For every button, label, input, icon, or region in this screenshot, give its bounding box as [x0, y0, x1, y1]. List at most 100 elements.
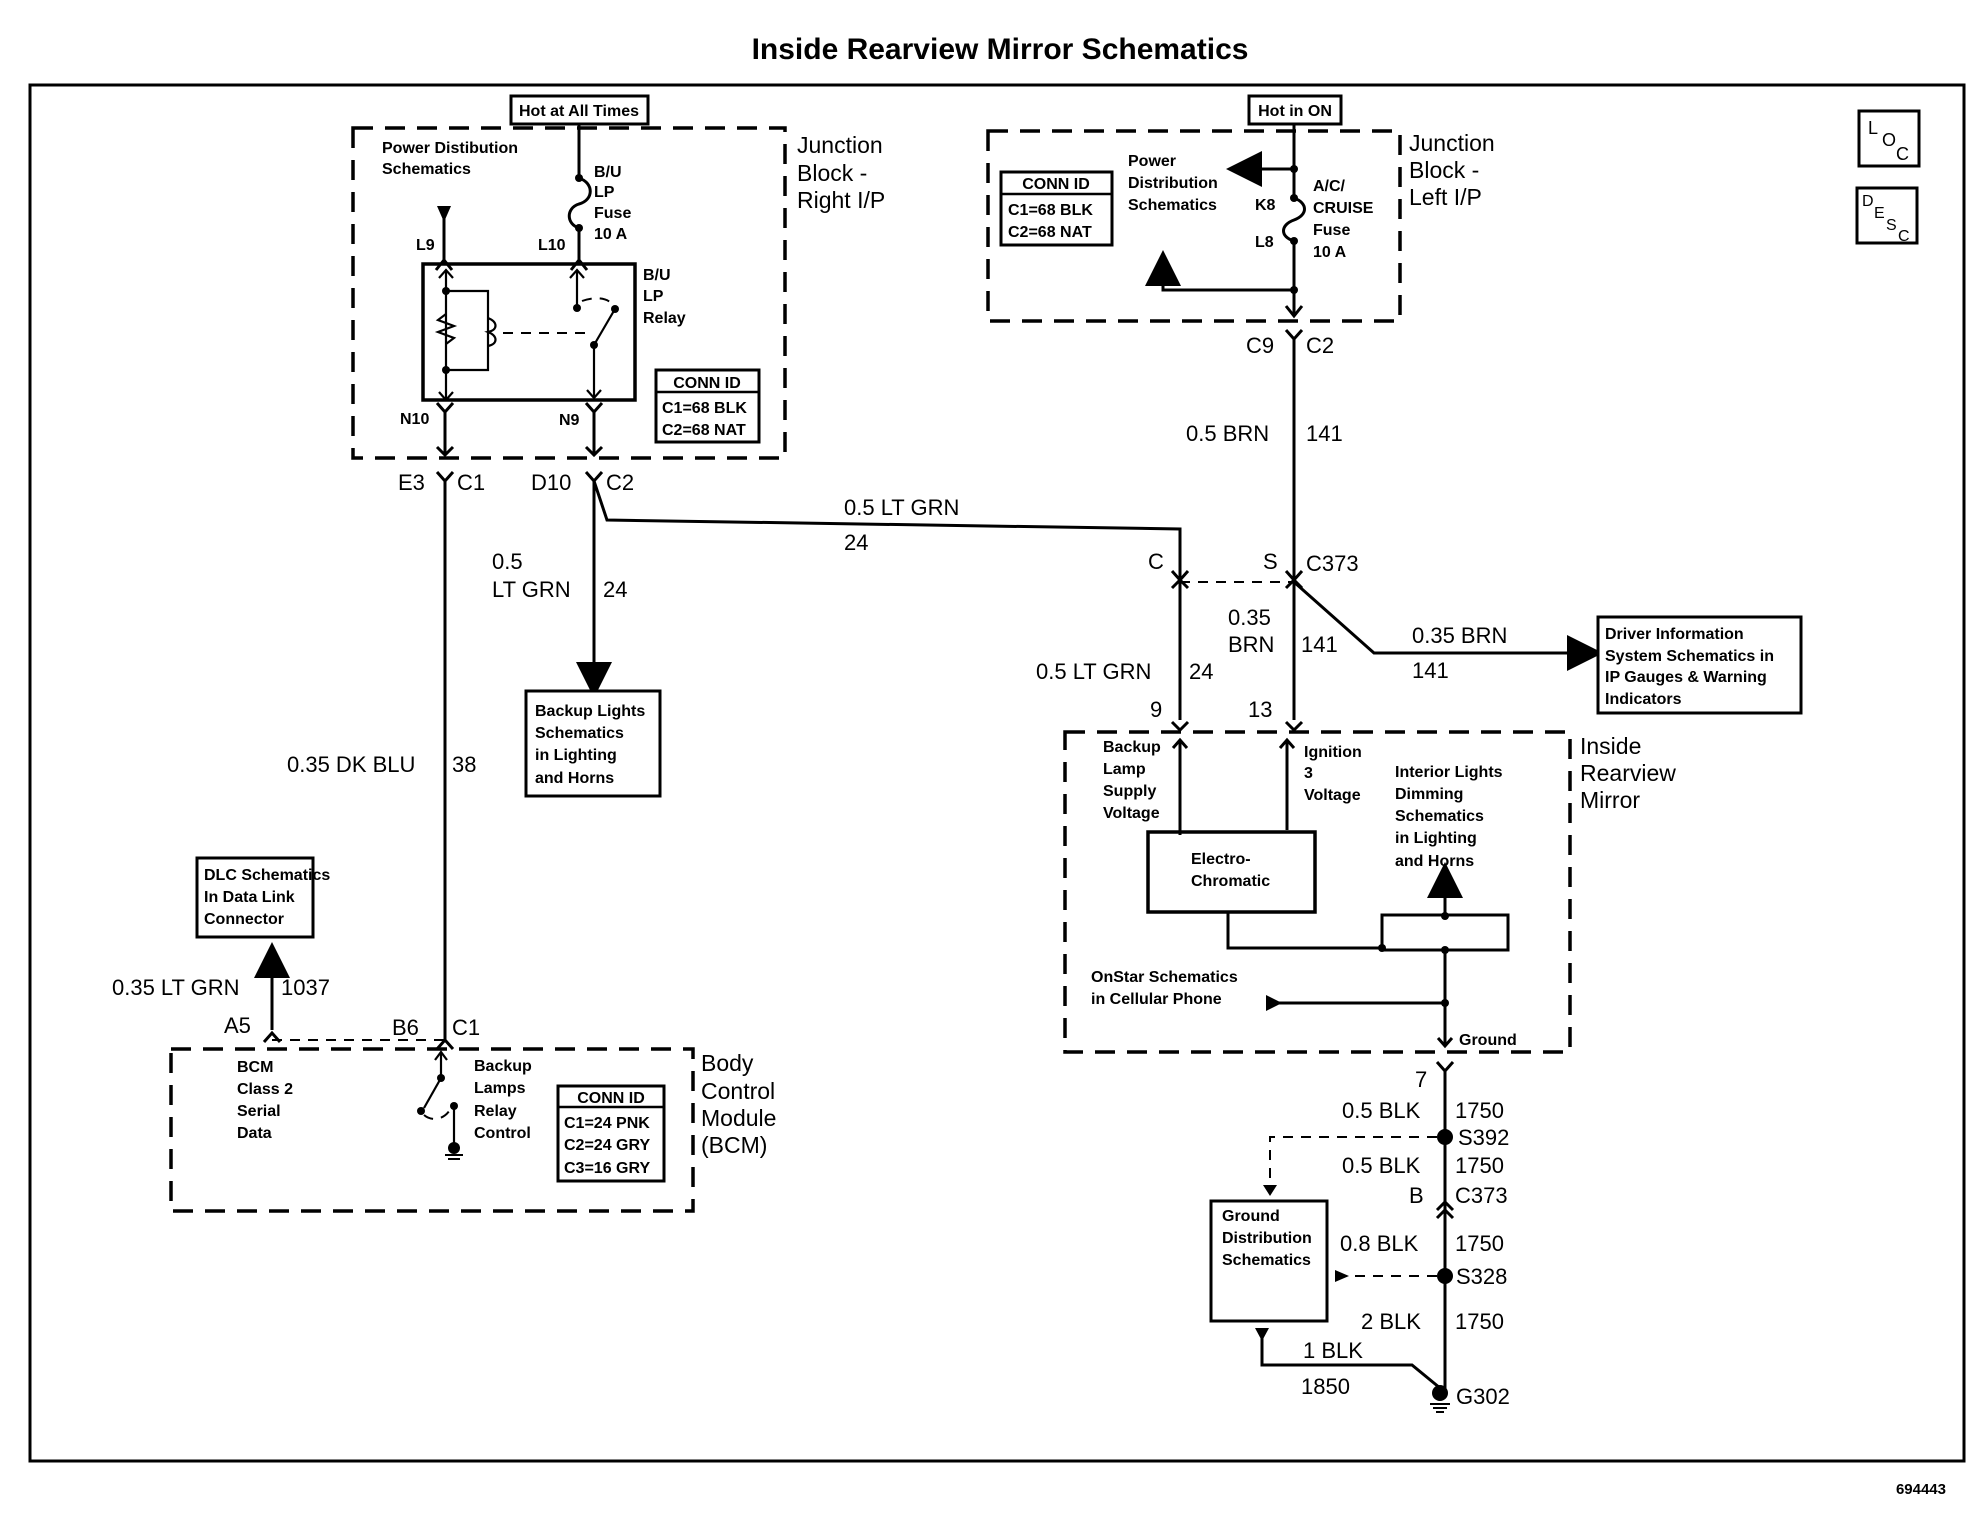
hot-at-all-times-tag: Hot at All Times — [509, 94, 650, 126]
svg-text:Fuse: Fuse — [594, 205, 631, 222]
svg-text:0.35 LT GRN: 0.35 LT GRN — [112, 975, 240, 1000]
svg-text:and Horns: and Horns — [535, 770, 614, 787]
svg-text:Body: Body — [701, 1050, 754, 1076]
conn-id-table-right: CONN ID C1=68 BLK C2=68 NAT — [654, 368, 761, 444]
svg-text:O: O — [1882, 130, 1896, 150]
svg-text:C: C — [1148, 549, 1164, 574]
svg-text:Power: Power — [1128, 153, 1176, 170]
svg-text:3: 3 — [1304, 765, 1313, 782]
svg-text:Relay: Relay — [474, 1103, 517, 1120]
loc-icon[interactable]: L O C — [1857, 109, 1921, 168]
svg-text:9: 9 — [1150, 697, 1162, 722]
svg-text:S392: S392 — [1458, 1125, 1509, 1150]
svg-text:C: C — [1896, 144, 1909, 164]
ref-driver-information[interactable]: Driver Information System Schematics in … — [1596, 615, 1803, 715]
electrochromatic-module: Electro- Chromatic — [1146, 830, 1317, 914]
svg-text:Rearview: Rearview — [1580, 760, 1676, 786]
svg-text:Hot at All Times: Hot at All Times — [519, 103, 639, 120]
svg-text:Voltage: Voltage — [1304, 787, 1361, 804]
svg-text:Ground: Ground — [1222, 1208, 1280, 1225]
svg-text:in Lighting: in Lighting — [1395, 830, 1477, 847]
svg-text:Distribution: Distribution — [1128, 175, 1218, 192]
svg-text:B6: B6 — [392, 1015, 419, 1040]
svg-text:S: S — [1263, 549, 1278, 574]
svg-text:DLC Schematics: DLC Schematics — [204, 867, 330, 884]
svg-text:1750: 1750 — [1455, 1098, 1504, 1123]
svg-text:38: 38 — [452, 752, 476, 777]
svg-text:C2=24 GRY: C2=24 GRY — [564, 1137, 650, 1154]
svg-text:E3: E3 — [398, 470, 425, 495]
svg-text:Driver Information: Driver Information — [1605, 626, 1744, 643]
svg-text:LP: LP — [594, 184, 615, 201]
svg-text:E: E — [1874, 205, 1885, 222]
svg-text:Voltage: Voltage — [1103, 805, 1160, 822]
svg-text:D10: D10 — [531, 470, 571, 495]
desc-icon[interactable]: D E S C — [1855, 186, 1919, 245]
wire-lt-grn-horizontal — [592, 480, 1182, 580]
svg-text:LT GRN: LT GRN — [492, 577, 571, 602]
svg-text:0.35 BRN: 0.35 BRN — [1412, 623, 1507, 648]
svg-text:Mirror: Mirror — [1580, 787, 1640, 813]
svg-text:LP: LP — [643, 288, 664, 305]
svg-text:Indicators: Indicators — [1605, 691, 1682, 708]
svg-text:141: 141 — [1412, 658, 1449, 683]
svg-text:Backup: Backup — [1103, 739, 1161, 756]
svg-text:0.5 LT GRN: 0.5 LT GRN — [1036, 659, 1151, 684]
svg-text:Class 2: Class 2 — [237, 1081, 293, 1098]
svg-text:CONN ID: CONN ID — [1022, 176, 1090, 193]
svg-text:24: 24 — [844, 530, 868, 555]
svg-text:A/C/: A/C/ — [1313, 178, 1346, 195]
svg-text:0.35 DK BLU: 0.35 DK BLU — [287, 752, 415, 777]
svg-text:Control: Control — [474, 1125, 531, 1142]
svg-text:Hot in ON: Hot in ON — [1258, 103, 1332, 120]
svg-text:C1: C1 — [457, 470, 485, 495]
ref-dlc[interactable]: DLC Schematics In Data Link Connector — [195, 856, 330, 939]
svg-text:13: 13 — [1248, 697, 1272, 722]
svg-text:Right I/P: Right I/P — [797, 187, 885, 213]
svg-text:C2: C2 — [606, 470, 634, 495]
ref-ground-distribution[interactable]: Ground Distribution Schematics — [1209, 1199, 1329, 1323]
figure-id: 694443 — [1896, 1481, 1946, 1498]
page-title: Inside Rearview Mirror Schematics — [752, 33, 1249, 66]
svg-text:C3=16 GRY: C3=16 GRY — [564, 1160, 650, 1177]
svg-text:0.5 BLK: 0.5 BLK — [1342, 1098, 1421, 1123]
diagram-frame — [28, 83, 1966, 1463]
svg-text:C373: C373 — [1455, 1183, 1508, 1208]
svg-text:L9: L9 — [416, 237, 435, 254]
svg-text:0.5 LT GRN: 0.5 LT GRN — [844, 495, 959, 520]
svg-text:CONN ID: CONN ID — [673, 375, 741, 392]
junction-block-right: Hot at All Times Power Distibution Schem… — [351, 94, 885, 460]
svg-text:Connector: Connector — [204, 911, 284, 928]
svg-text:B/U: B/U — [643, 267, 671, 284]
svg-text:Backup: Backup — [474, 1058, 532, 1075]
svg-text:Block -: Block - — [1409, 157, 1479, 183]
svg-text:Interior Lights: Interior Lights — [1395, 764, 1503, 781]
svg-text:0.5 BLK: 0.5 BLK — [1342, 1153, 1421, 1178]
svg-text:Inside: Inside — [1580, 733, 1641, 759]
inside-rearview-mirror: Backup Lamp Supply Voltage Ignition 3 Vo… — [1063, 720, 1676, 1054]
svg-text:L10: L10 — [538, 237, 566, 254]
svg-text:Schematics: Schematics — [1128, 197, 1217, 214]
svg-text:Ignition: Ignition — [1304, 744, 1362, 761]
svg-text:Junction: Junction — [1409, 130, 1495, 156]
svg-text:IP Gauges & Warning: IP Gauges & Warning — [1605, 669, 1767, 686]
svg-text:10 A: 10 A — [1313, 244, 1347, 261]
wire-1blk — [1260, 1335, 1441, 1390]
svg-text:Distribution: Distribution — [1222, 1230, 1312, 1247]
svg-text:BCM: BCM — [237, 1059, 273, 1076]
svg-text:S: S — [1886, 217, 1897, 234]
svg-text:Schematics: Schematics — [382, 161, 471, 178]
svg-text:2 BLK: 2 BLK — [1361, 1309, 1421, 1334]
ref-backup-lights[interactable]: Backup Lights Schematics in Lighting and… — [524, 689, 662, 798]
svg-text:B: B — [1409, 1183, 1424, 1208]
body-control-module: BCM Class 2 Serial Data Backup Lamps Rel… — [169, 1047, 776, 1213]
svg-text:(BCM): (BCM) — [701, 1132, 767, 1158]
svg-text:Schematics: Schematics — [1222, 1252, 1311, 1269]
svg-text:Ground: Ground — [1459, 1032, 1517, 1049]
svg-text:C1=68 BLK: C1=68 BLK — [1008, 202, 1093, 219]
svg-text:Lamp: Lamp — [1103, 761, 1146, 778]
svg-text:24: 24 — [603, 577, 627, 602]
svg-text:1037: 1037 — [281, 975, 330, 1000]
svg-text:Schematics: Schematics — [1395, 808, 1484, 825]
